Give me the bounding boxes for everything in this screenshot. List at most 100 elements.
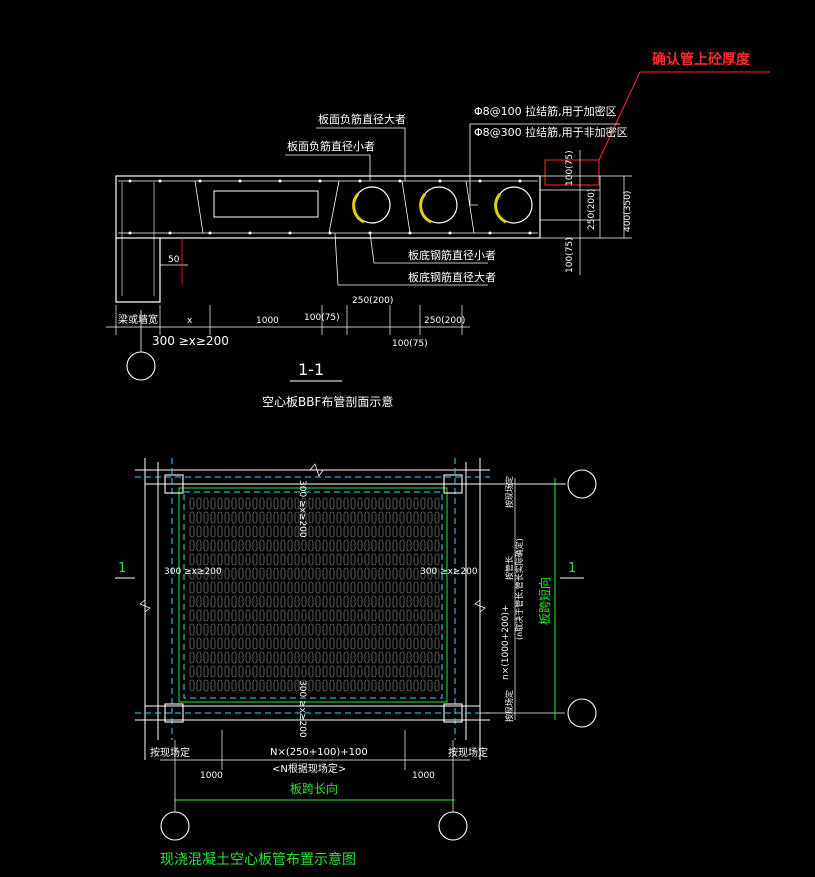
dim-1000: 1000: [256, 316, 279, 326]
pipe-segment: [245, 651, 251, 664]
pipe-segment: [336, 511, 342, 524]
pipe-segment: [224, 497, 230, 510]
pipe-segment: [406, 679, 412, 692]
pipe-segment: [336, 567, 342, 580]
slab-boundary: [178, 487, 448, 703]
pipe-segment: [399, 581, 405, 594]
pipe-segment: [343, 623, 349, 636]
pipe-segment: [301, 651, 307, 664]
confirm-thickness-note: 确认管上砼厚度: [652, 51, 751, 68]
pipe-segment: [273, 665, 279, 678]
pipe-segment: [266, 567, 272, 580]
pipe-segment: [196, 665, 202, 678]
pipe-segment: [406, 665, 412, 678]
pipe-segment: [315, 679, 321, 692]
pipe-segment: [357, 511, 363, 524]
pipe-segment: [224, 651, 230, 664]
pipe-segment: [280, 665, 286, 678]
pipe-segment: [203, 637, 209, 650]
pipe-segment: [308, 539, 314, 552]
pipe-segment: [336, 637, 342, 650]
pipe-segment: [371, 581, 377, 594]
pipe-segment: [210, 595, 216, 608]
pipe-segment: [287, 511, 293, 524]
pipe-segment: [322, 539, 328, 552]
pipe-segment: [273, 609, 279, 622]
pipe-segment: [364, 637, 370, 650]
pipe-circle: [352, 186, 391, 224]
pipe-segment: [357, 651, 363, 664]
pipe-segment: [350, 497, 356, 510]
pipe-segment: [252, 609, 258, 622]
pipe-segment: [399, 665, 405, 678]
pipe-segment: [189, 609, 195, 622]
tie-bar: [194, 180, 204, 234]
support-beam: [115, 238, 161, 303]
pipe-segment: [357, 539, 363, 552]
pipe-segment: [336, 539, 342, 552]
pipe-segment: [245, 581, 251, 594]
pipe-segment: [357, 595, 363, 608]
pipe-segment: [322, 609, 328, 622]
pipe-segment: [245, 609, 251, 622]
bottom-dim-ticks: [221, 730, 406, 770]
pipe-segment: [399, 623, 405, 636]
pipe-segment: [294, 581, 300, 594]
dim-100-75: 100(75): [565, 150, 575, 186]
pipe-segment: [371, 525, 377, 538]
pipe-segment: [357, 525, 363, 538]
pipe-array: [189, 497, 440, 692]
pipe-segment: [385, 637, 391, 650]
range-x-label: 300 ≥x≥200: [152, 334, 229, 348]
pipe-segment: [231, 539, 237, 552]
pipe-segment: [329, 623, 335, 636]
pipe-segment: [308, 651, 314, 664]
pipe-segment: [259, 637, 265, 650]
pipe-segment: [266, 651, 272, 664]
pipe-segment: [189, 567, 195, 580]
pipe-segment: [434, 623, 440, 636]
pipe-segment: [210, 651, 216, 664]
pipe-segment: [350, 539, 356, 552]
pipe-segment: [336, 623, 342, 636]
pipe-segment: [203, 497, 209, 510]
pipe-segment: [434, 497, 440, 510]
pipe-segment: [294, 511, 300, 524]
pipe-segment: [217, 595, 223, 608]
pipe-segment: [315, 567, 321, 580]
pipe-segment: [301, 595, 307, 608]
pipe-segment: [336, 665, 342, 678]
pipe-segment: [413, 651, 419, 664]
dim-1000-right: 1000: [412, 771, 435, 781]
pipe-circle: [419, 186, 458, 224]
pipe-segment: [266, 665, 272, 678]
pipe-segment: [350, 511, 356, 524]
pipe-segment: [301, 623, 307, 636]
pipe-segment: [259, 567, 265, 580]
pipe-segment: [343, 553, 349, 566]
pipe-segment: [280, 637, 286, 650]
pipe-segment: [231, 679, 237, 692]
pipe-segment: [308, 595, 314, 608]
pipe-segment: [210, 581, 216, 594]
pipe-segment: [266, 553, 272, 566]
pipe-segment: [294, 651, 300, 664]
pipe-segment: [385, 525, 391, 538]
pipe-segment: [350, 609, 356, 622]
pipe-segment: [294, 595, 300, 608]
pipe-segment: [231, 637, 237, 650]
pipe-segment: [287, 539, 293, 552]
pipe-segment: [406, 651, 412, 664]
pipe-segment: [427, 539, 433, 552]
pipe-segment: [427, 679, 433, 692]
pipe-segment: [301, 609, 307, 622]
pipe-segment: [378, 511, 384, 524]
pipe-segment: [203, 623, 209, 636]
pipe-segment: [280, 679, 286, 692]
axis-bubble: [438, 811, 468, 841]
pipe-segment: [350, 679, 356, 692]
pipe-segment: [287, 595, 293, 608]
pipe-segment: [399, 539, 405, 552]
pipe-segment: [217, 539, 223, 552]
pipe-segment: [245, 553, 251, 566]
